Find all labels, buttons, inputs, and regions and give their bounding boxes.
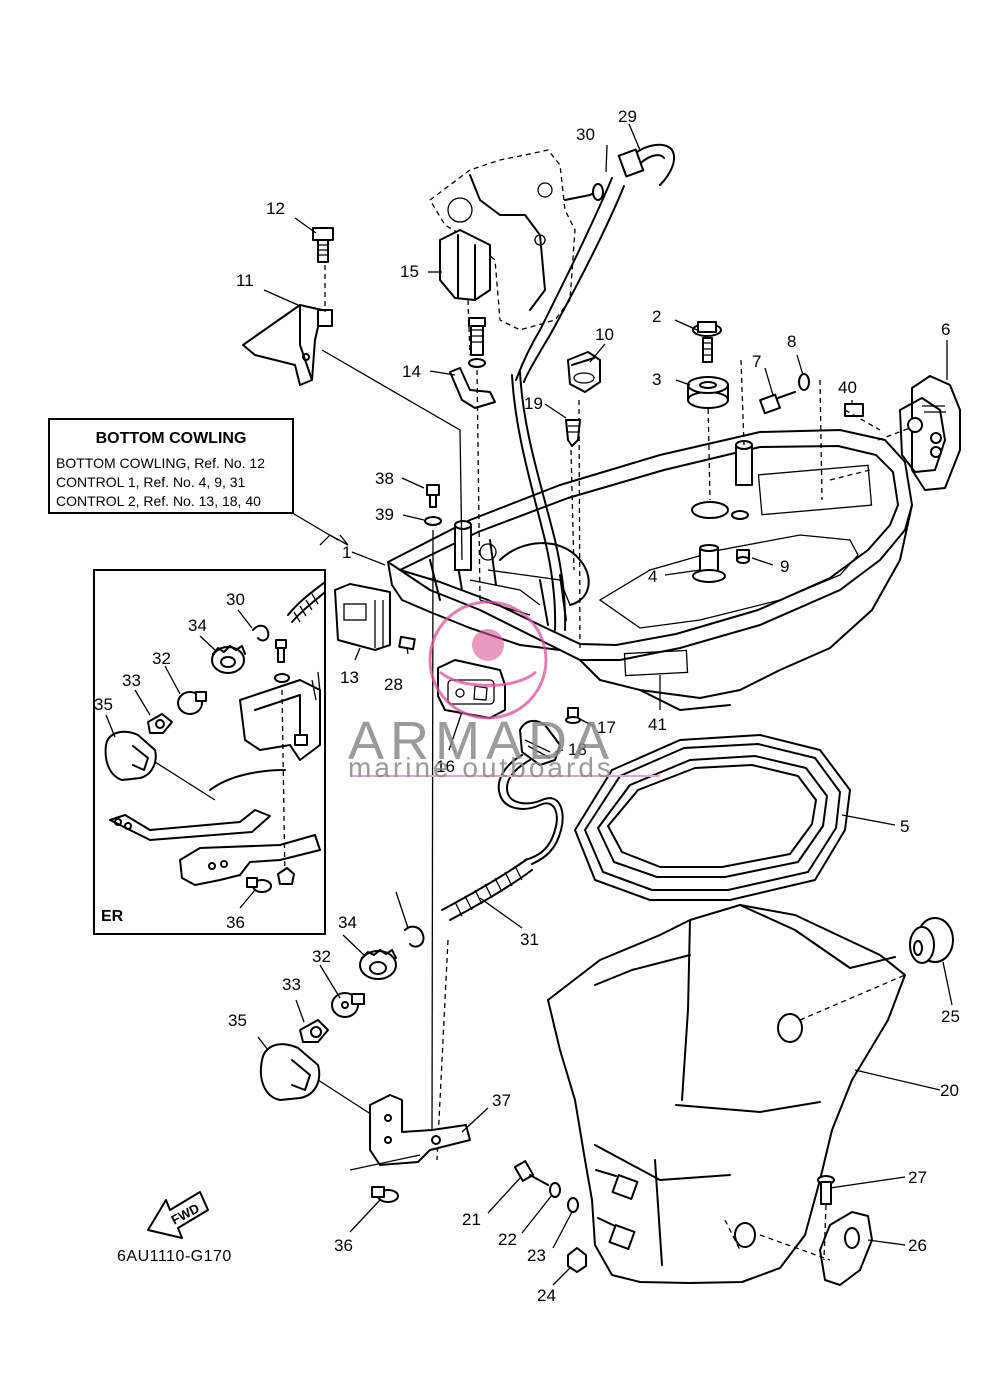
callout-39: 39 [375, 505, 394, 524]
callout-10: 10 [595, 325, 614, 344]
inset-callout-30: 30 [226, 590, 245, 609]
inset-callout-35: 35 [94, 695, 113, 714]
callout-40: 40 [838, 378, 857, 397]
callout-16: 16 [436, 757, 455, 776]
carburetor-bracket-outline [429, 149, 604, 331]
callout-19: 19 [524, 394, 543, 413]
callout-6: 6 [941, 320, 950, 339]
er-inset-label: ER [101, 908, 124, 925]
callout-28: 28 [384, 675, 403, 694]
er-inset-frame [93, 569, 326, 935]
callout-29: 29 [618, 107, 637, 126]
inset-callout-33: 33 [122, 671, 141, 690]
callout-21: 21 [462, 1210, 481, 1229]
callout-34: 34 [338, 913, 357, 932]
callout-17: 17 [597, 718, 616, 737]
callout-20: 20 [940, 1081, 959, 1100]
callout-11: 11 [236, 271, 254, 290]
seal-ring-5 [574, 734, 851, 901]
callout-37: 37 [492, 1091, 511, 1110]
callout-27: 27 [908, 1168, 927, 1187]
control-knob-parts [147, 925, 471, 1239]
legend-title: BOTTOM COWLING [95, 430, 247, 447]
callout-18: 18 [568, 740, 587, 759]
callout-9: 9 [780, 557, 789, 576]
callout-36: 36 [334, 1236, 353, 1255]
callout-23: 23 [527, 1246, 546, 1265]
callout-26: 26 [908, 1236, 927, 1255]
callout-12: 12 [266, 199, 285, 218]
callout-14: 14 [402, 362, 421, 381]
callout-25: 25 [941, 1007, 960, 1026]
callout-15: 15 [400, 262, 419, 281]
inset-callout-32: 32 [152, 649, 171, 668]
legend-box: BOTTOM COWLING BOTTOM COWLING, Ref. No. … [48, 418, 294, 514]
watermark-name: ARMADA [348, 711, 616, 771]
callout-3: 3 [652, 370, 661, 389]
inset-callout-36: 36 [226, 913, 245, 932]
hose-29 [617, 143, 676, 186]
callout-5: 5 [900, 817, 909, 836]
callout-labels: 1 2 3 4 5 6 7 8 9 10 11 12 13 14 15 16 1… [94, 107, 960, 1305]
callout-38: 38 [375, 469, 394, 488]
callout-41: 41 [648, 715, 667, 734]
small-parts-upper [242, 227, 810, 1141]
legend-line: BOTTOM COWLING, Ref. No. 12 [56, 455, 266, 471]
bottom-cowling-part [387, 177, 961, 711]
callout-22: 22 [498, 1230, 517, 1249]
callout-13: 13 [340, 668, 359, 687]
er-inset-drawing [104, 581, 326, 893]
callout-7: 7 [752, 352, 761, 371]
leader-lines [105, 123, 953, 1286]
watermark-tagline: marine outboards [348, 752, 614, 783]
lower-cover-20 [513, 904, 954, 1286]
callout-4: 4 [648, 567, 657, 586]
callout-35: 35 [228, 1011, 247, 1030]
callout-24: 24 [537, 1286, 556, 1305]
callout-31: 31 [520, 930, 539, 949]
callout-30: 30 [576, 125, 595, 144]
legend-line: CONTROL 1, Ref. No. 4, 9, 31 [56, 474, 246, 490]
watermark-underline [350, 775, 660, 777]
callout-8: 8 [787, 332, 796, 351]
callout-2: 2 [652, 307, 661, 326]
small-parts-middle [334, 583, 581, 1161]
watermark-logo [428, 600, 548, 720]
callout-33: 33 [282, 975, 301, 994]
callout-32: 32 [312, 947, 331, 966]
callout-1: 1 [342, 543, 351, 562]
legend-line: CONTROL 2, Ref. No. 13, 18, 40 [56, 493, 261, 509]
inset-callout-34: 34 [188, 616, 207, 635]
diagram-code: 6AU1110-G170 [117, 1248, 232, 1265]
